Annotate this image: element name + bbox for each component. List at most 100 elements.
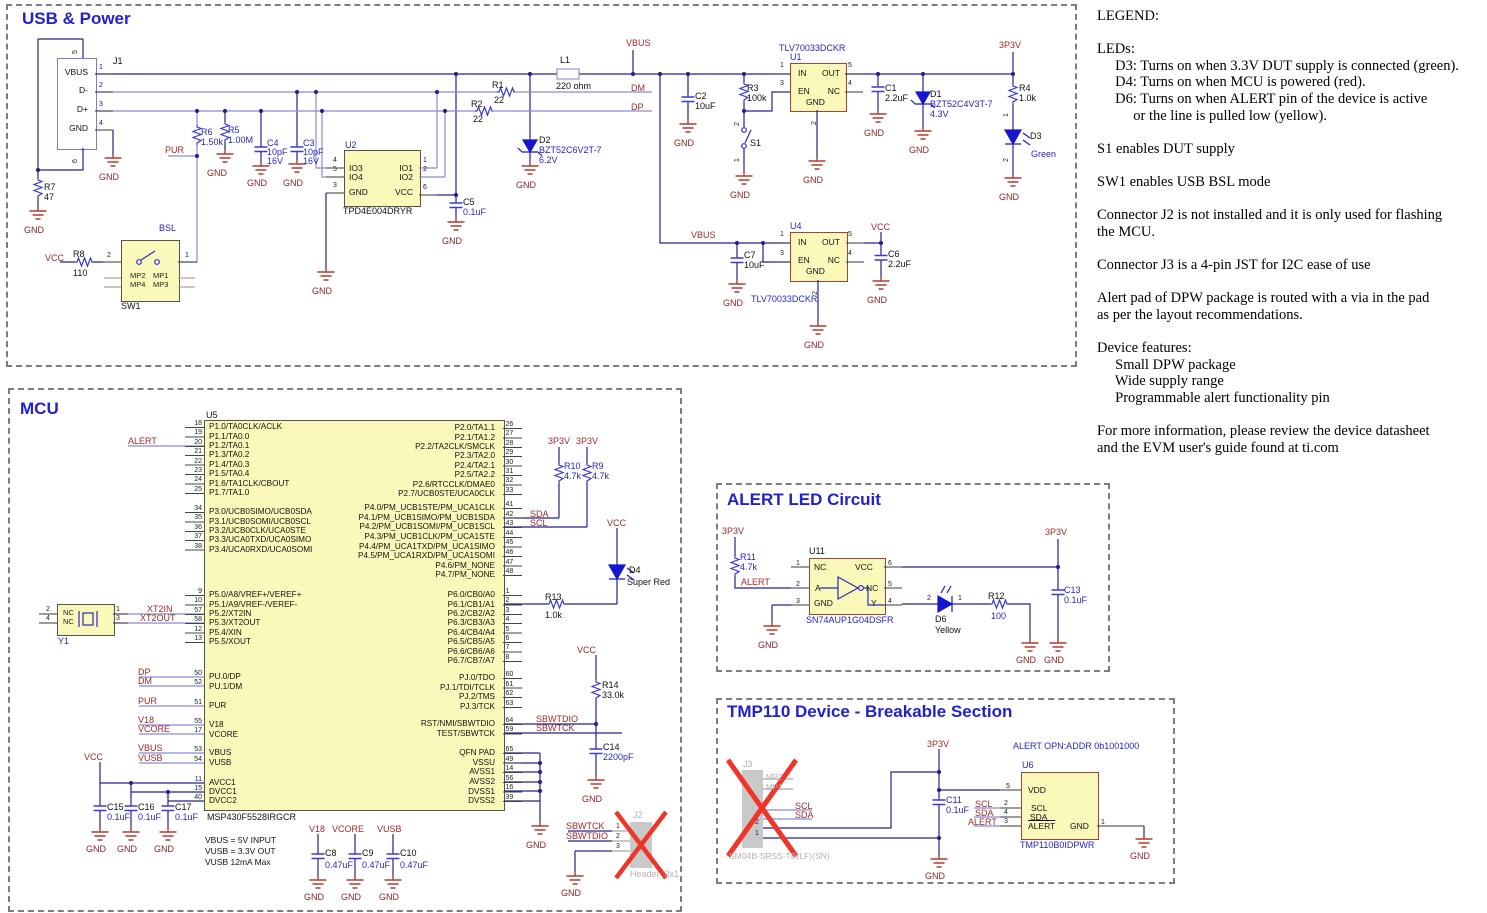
pin-name: PUR [209, 701, 227, 711]
pin-number: 6 [423, 184, 427, 191]
pin-name: P6.7/CB7/A7 [447, 656, 495, 666]
net-label-scl: SCL [530, 518, 548, 528]
net-label-vcc: VCC [871, 222, 891, 232]
pin-name: P3.4/UCA0RXD/UCA0SOMI [209, 544, 313, 554]
net-label-scl: SCL [975, 799, 993, 809]
c14-value: 2200pF [603, 752, 634, 762]
gnd-label: GND [24, 225, 44, 235]
net-label-sbwtdio: SBWTDIO [536, 714, 578, 724]
pin-name: P5.2/XT2IN [209, 609, 252, 619]
gnd-label: GND [379, 892, 399, 902]
u11-pin-a: A [815, 583, 821, 593]
pin-number: 2 [796, 581, 800, 588]
legend-line: Connector J3 is a 4-pin JST for I2C ease… [1097, 257, 1371, 273]
pin-number: 50 [194, 670, 202, 677]
pin-number: 2 [811, 121, 818, 125]
r11-value: 4.7k [740, 562, 758, 572]
pin-number: 1 [99, 64, 103, 71]
gnd-label: GND [516, 180, 536, 190]
pin-number: 10 [194, 597, 202, 605]
pin-number: 5 [888, 581, 892, 588]
j1-pin-vbus: VBUS [64, 67, 88, 77]
c5-value: 0.1uF [463, 207, 487, 217]
net-label-sbwtck: SBWTCK [536, 723, 575, 733]
gnd-label: GND [341, 892, 361, 902]
pin-number: 12 [194, 625, 202, 633]
u5-right-stubs [503, 677, 522, 708]
r6-ref: R6 [201, 127, 213, 137]
gnd-label: GND [117, 844, 137, 854]
pin-number: 2 [734, 122, 741, 126]
pin-number: 17 [194, 727, 202, 735]
l1-inductor-icon [556, 68, 580, 80]
u4-pin-in: IN [798, 237, 807, 247]
d3-ref: D3 [1030, 131, 1042, 141]
u6-pin-scl: SCL [1031, 803, 1048, 813]
pin-name: P6.4/CB4/A4 [447, 627, 495, 637]
pin-number: 27 [505, 430, 514, 438]
u2-pin-io3: IO3 [349, 163, 363, 173]
c4-ref: C4 [267, 138, 279, 148]
pin-name: AVSS2 [469, 777, 495, 787]
pin-number: 3 [796, 598, 800, 605]
y1-nc: NC [63, 617, 74, 626]
pin-name: P4.1/PM_UCB1SIMO/PM_UCB1SDA [358, 512, 495, 522]
net-label-alert: ALERT [968, 817, 997, 827]
pin-number: 4 [333, 157, 337, 164]
c6-value: 2.2uF [888, 259, 912, 269]
pin-number: 26 [505, 421, 514, 428]
pin-number: 1 [616, 823, 620, 830]
pin-name: P6.2/CB2/A2 [447, 609, 495, 619]
gnd-label: GND [864, 128, 884, 138]
c15-ref: C15 [107, 802, 124, 812]
pin-number: 3 [780, 250, 784, 257]
pin-number: 37 [194, 533, 202, 541]
gnd-label: GND [1016, 655, 1036, 665]
net-label-vcc: VCC [84, 752, 104, 762]
u6-pin-vdd: VDD [1028, 785, 1046, 795]
gnd-label: GND [723, 298, 743, 308]
c14-ref: C14 [603, 742, 620, 752]
pin-number: 4 [888, 598, 892, 605]
pin-name: P5.4/XIN [209, 627, 242, 637]
u5-ref: U5 [206, 410, 218, 420]
j1-ref: J1 [113, 56, 123, 66]
legend-line: SW1 enables USB BSL mode [1097, 174, 1271, 190]
gnd-label: GND [526, 840, 546, 850]
legend-line: or the line is pulled low (yellow). [1097, 107, 1327, 124]
pin-number: 11 [194, 776, 202, 783]
y1-nc: NC [63, 608, 74, 617]
u11-pin-nc: NC [866, 583, 879, 593]
u1-ref: U1 [790, 52, 802, 62]
pin-number: 7 [505, 644, 510, 652]
u2-pin-gnd: GND [349, 187, 368, 197]
note-line: VUSB = 3.3V OUT [205, 846, 276, 856]
pin-name: PU.0/DP [209, 672, 241, 682]
c4-value: 10pF [267, 147, 288, 157]
j1-pin-gnd: GND [69, 123, 88, 133]
u4-ref: U4 [790, 221, 802, 231]
c4-volt: 16V [267, 156, 284, 166]
sw1-mp2: MP2 [130, 271, 146, 280]
pin-number: 3 [1004, 818, 1008, 825]
gnd-label: GND [283, 178, 303, 188]
net-label-vbus: VBUS [138, 743, 163, 753]
legend-line: S1 enables DUT supply [1097, 140, 1235, 157]
c10-ref: C10 [400, 848, 417, 858]
net-label-v18: V18 [309, 824, 326, 834]
pin-number: 5 [333, 166, 337, 173]
u4-part: TLV70033DCKR [751, 294, 818, 304]
pin-number: 2 [46, 606, 50, 613]
pin-number: 22 [194, 457, 202, 465]
pin-number: 49 [505, 755, 514, 763]
u2-pin-io2: IO2 [399, 172, 413, 182]
pin-number: 2 [107, 252, 111, 259]
legend-line: Alert pad of DPW package is routed with … [1097, 290, 1430, 307]
pin-name: RST/NMI/SBWTDIO [420, 719, 495, 729]
legend-line: as per the layout recommendations. [1097, 306, 1303, 323]
pin-number: 5 [848, 231, 852, 238]
pin-number: 2 [1004, 800, 1008, 807]
c11-ref: C11 [946, 795, 962, 805]
pin-name: P2.6/RTCCLK/DMAE0 [412, 479, 495, 489]
pin-number: 52 [194, 679, 202, 687]
